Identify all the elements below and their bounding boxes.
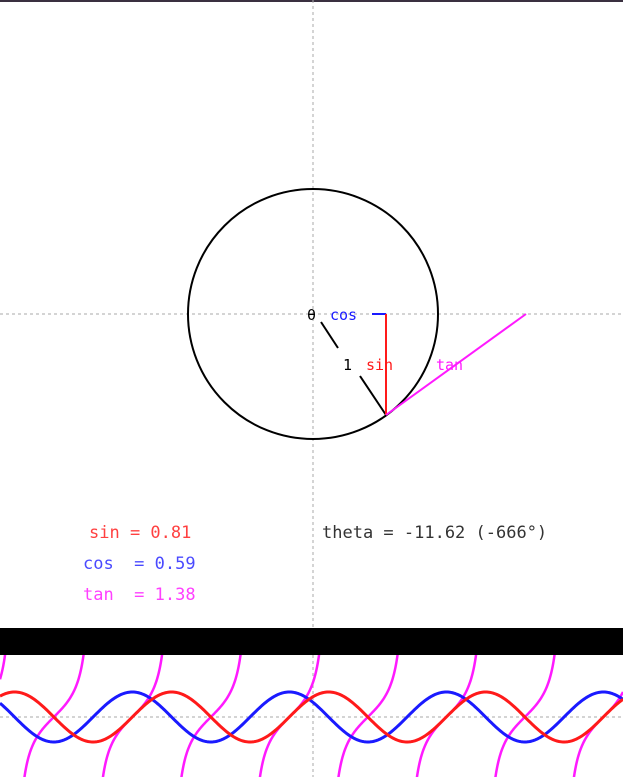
one-label: 1 xyxy=(343,356,352,374)
unit-circle xyxy=(187,188,439,440)
unit-circle-plot[interactable]: θ cos 1 sin tan xyxy=(0,0,623,628)
radius-segment-lower xyxy=(359,375,387,416)
window-top-border xyxy=(0,0,623,2)
cos-readout: cos = 0.59 xyxy=(83,554,196,574)
cos-label: cos xyxy=(330,306,357,324)
sin-label: sin xyxy=(366,356,393,374)
theta-label: θ xyxy=(307,306,316,324)
tan-label: tan xyxy=(436,356,463,374)
cos-curve xyxy=(0,690,623,744)
sin-readout: sin = 0.81 xyxy=(89,523,192,543)
wave-plot[interactable] xyxy=(0,655,623,777)
panel-divider xyxy=(0,628,623,655)
tan-segment xyxy=(385,313,527,416)
sin-curve xyxy=(0,690,623,744)
theta-readout: theta = -11.62 (-666°) xyxy=(322,523,548,543)
radius-segment xyxy=(320,321,339,349)
tan-readout: tan = 1.38 xyxy=(83,585,196,605)
